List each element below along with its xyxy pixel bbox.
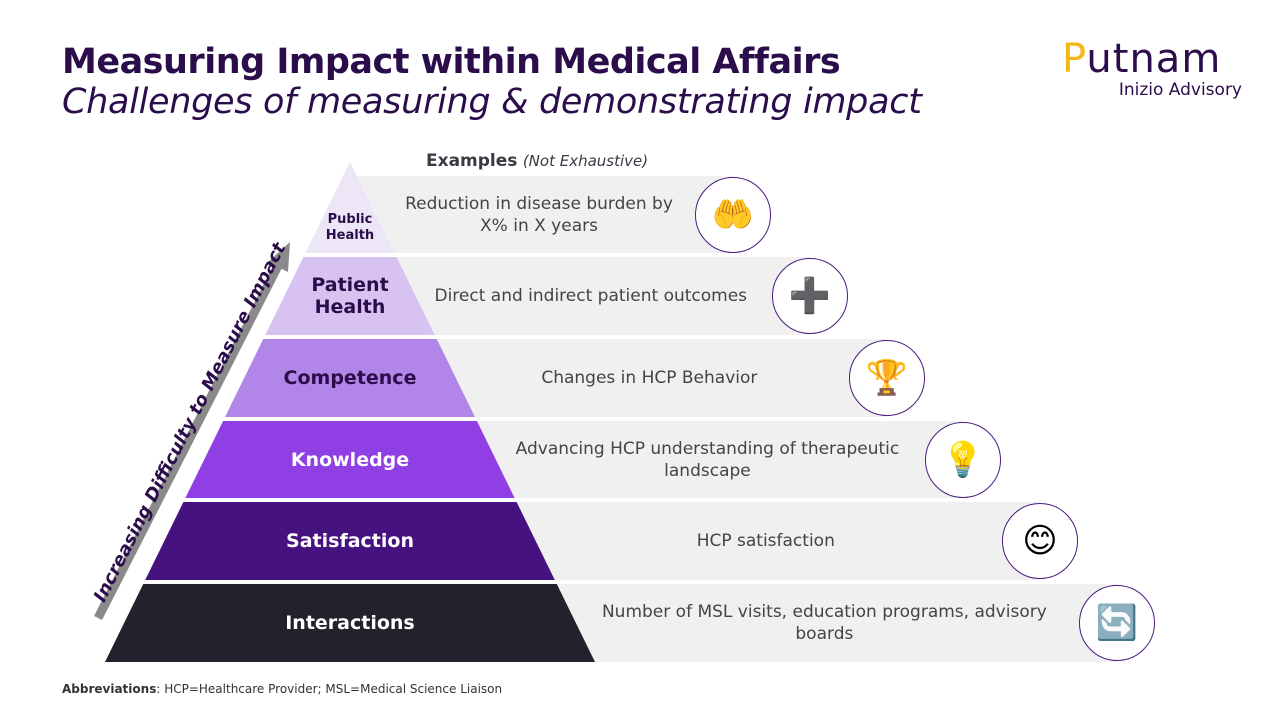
example-band	[476, 421, 963, 498]
tier-example: Advancing HCP understanding of therapeut…	[515, 438, 900, 481]
abbreviations-label: Abbreviations	[62, 682, 157, 696]
logo-subtitle: Inizio Advisory	[1118, 80, 1242, 100]
tier-example: Number of MSL visits, education programs…	[601, 602, 1047, 644]
hands-community-heart-icon: 🤲	[695, 176, 771, 253]
abbreviations-text: : HCP=Healthcare Provider; MSL=Medical S…	[156, 682, 503, 696]
tier-label: Knowledge	[290, 448, 410, 471]
tier-example: Changes in HCP Behavior	[541, 368, 758, 388]
pyramid-tier-patient-health	[265, 257, 435, 335]
examples-note: (Not Exhaustive)	[522, 152, 649, 170]
tier-label: Satisfaction	[286, 530, 414, 552]
example-band	[396, 257, 810, 335]
tier-label: Public Health	[325, 211, 375, 243]
examples-header: Examples (Not Exhaustive)	[426, 151, 648, 171]
tier-example: Reduction in disease burden by X% in X y…	[405, 193, 673, 236]
slide-subtitle: Challenges of measuring & demonstrating …	[62, 82, 922, 122]
examples-label: Examples	[426, 151, 518, 171]
tier-example: Direct and indirect patient outcomes	[434, 286, 748, 306]
example-band	[436, 339, 887, 417]
team-flag-podium-icon: 🏆	[849, 340, 925, 416]
pyramid-tier-satisfaction	[145, 502, 555, 580]
example-band	[556, 584, 1117, 662]
tier-label: Patient Health	[311, 274, 389, 318]
logo-letter: P	[1062, 36, 1087, 82]
satisfaction-gauge-icon: 😊	[1002, 503, 1078, 579]
tier-label: Interactions	[285, 612, 415, 634]
pyramid-tier-competence	[225, 339, 475, 417]
medical-cross-heart-icon: ➕	[772, 258, 848, 334]
logo-text: utnam	[1086, 36, 1222, 82]
abbreviations-footnote: Abbreviations: HCP=Healthcare Provider; …	[62, 682, 502, 696]
people-exchange-check-icon: 🔄	[1079, 585, 1155, 661]
example-band	[516, 502, 1040, 580]
difficulty-arrow	[93, 242, 290, 621]
tier-label: Competence	[283, 367, 417, 389]
tier-example: HCP satisfaction	[696, 531, 835, 551]
pyramid-tier-interactions	[105, 584, 595, 662]
lightbulb-gear-icon: 💡	[925, 421, 1001, 498]
example-band	[350, 176, 733, 253]
slide-title: Measuring Impact within Medical Affairs	[62, 42, 841, 82]
putnam-logo: Putnam Inizio Advisory	[1062, 38, 1252, 100]
pyramid-tier-public-health	[305, 162, 395, 253]
pyramid-tier-knowledge	[185, 421, 515, 498]
